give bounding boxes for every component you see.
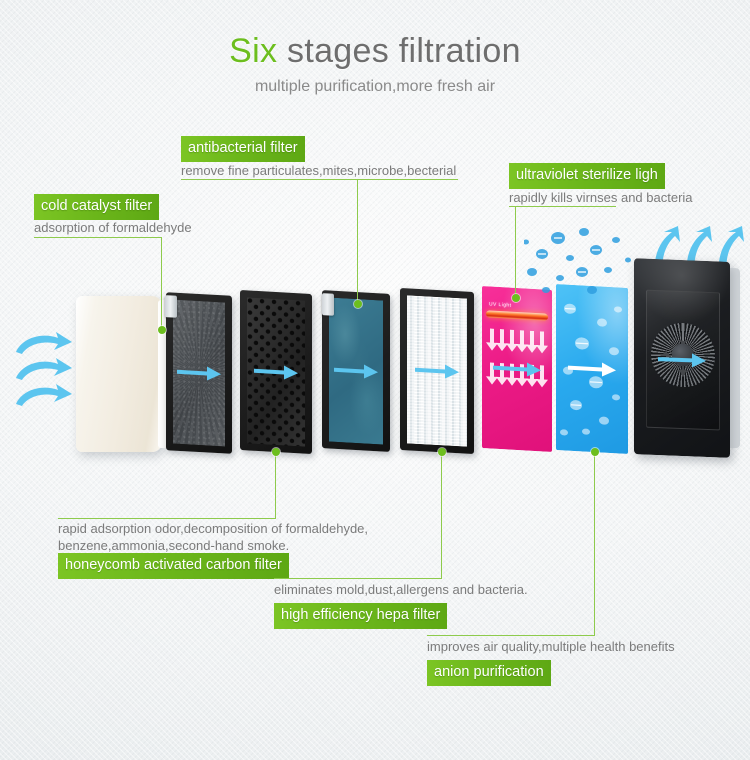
badge-ultraviolet-sterilize-light[interactable]: ultraviolet sterilize ligh	[509, 163, 665, 189]
airflow-arrow-icon	[415, 364, 459, 379]
panel-hepa-filter	[400, 287, 474, 455]
connector-dot	[158, 326, 166, 334]
badge-hepa-filter[interactable]: high efficiency hepa filter	[274, 603, 448, 629]
desc-anion-purification: improves air quality,multiple health ben…	[427, 639, 675, 654]
connector-line	[275, 452, 276, 518]
badge-antibacterial-filter[interactable]: antibacterial filter	[181, 136, 305, 162]
connector-underline	[509, 206, 616, 207]
connector-line	[515, 206, 516, 298]
panel-carbon-filter	[240, 289, 312, 455]
connector-line	[594, 452, 595, 635]
panel-antibacterial-filter	[322, 290, 390, 452]
page-title: Six stages filtration	[0, 32, 750, 71]
airflow-arrow-icon	[658, 353, 706, 368]
uv-downward-arrows	[486, 328, 549, 388]
connector-underline	[274, 578, 442, 579]
panel-front-cover	[76, 296, 168, 452]
desc-antibacterial-filter: remove fine particulates,mites,microbe,b…	[181, 163, 457, 178]
ion-bubbles-floating	[524, 228, 631, 294]
ion-bubbles-inner	[560, 303, 622, 436]
badge-cold-catalyst-filter[interactable]: cold catalyst filter	[34, 194, 160, 220]
connector-dot	[354, 300, 362, 308]
connector-dot	[438, 448, 446, 456]
connector-underline	[181, 179, 458, 180]
airflow-arrow-icon	[177, 366, 221, 381]
desc-hepa-filter: eliminates mold,dust,allergens and bacte…	[274, 582, 528, 597]
connector-dot	[591, 448, 599, 456]
connector-line	[357, 179, 358, 304]
desc-ultraviolet-sterilize-light: rapidly kills virnses and bacteria	[509, 190, 693, 205]
panel-pre-filter	[165, 292, 232, 454]
page-subtitle: multiple purification,more fresh air	[254, 78, 496, 95]
panel-anion	[556, 283, 628, 455]
connector-line	[441, 452, 442, 578]
filter-handle-tab	[322, 293, 334, 316]
panel-rear-housing	[634, 258, 740, 458]
connector-underline	[34, 237, 162, 238]
airflow-arrow-icon	[334, 364, 378, 379]
badge-honeycomb-carbon-filter[interactable]: honeycomb activated carbon filter	[58, 553, 289, 579]
title-highlight: Six	[229, 32, 278, 70]
desc-cold-catalyst-filter: adsorption of formaldehyde	[34, 220, 192, 235]
connector-line	[161, 237, 162, 330]
airflow-arrow-icon	[568, 362, 616, 377]
title-rest: stages filtration	[277, 32, 521, 70]
uv-lamp-label: UV Light	[489, 301, 512, 310]
connector-dot	[512, 294, 520, 302]
filter-handle-tab	[165, 295, 177, 318]
panel-uv-light: UV Light	[482, 286, 552, 452]
connector-underline	[58, 518, 276, 519]
airflow-arrow-icon	[254, 365, 298, 380]
badge-anion-purification[interactable]: anion purification	[427, 660, 551, 686]
desc-honeycomb-carbon-filter: rapid adsorption odor,decomposition of f…	[58, 521, 369, 553]
airflow-arrows-left	[16, 332, 72, 406]
connector-underline	[427, 635, 595, 636]
connector-dot	[272, 448, 280, 456]
airflow-arrow-icon	[493, 362, 541, 377]
